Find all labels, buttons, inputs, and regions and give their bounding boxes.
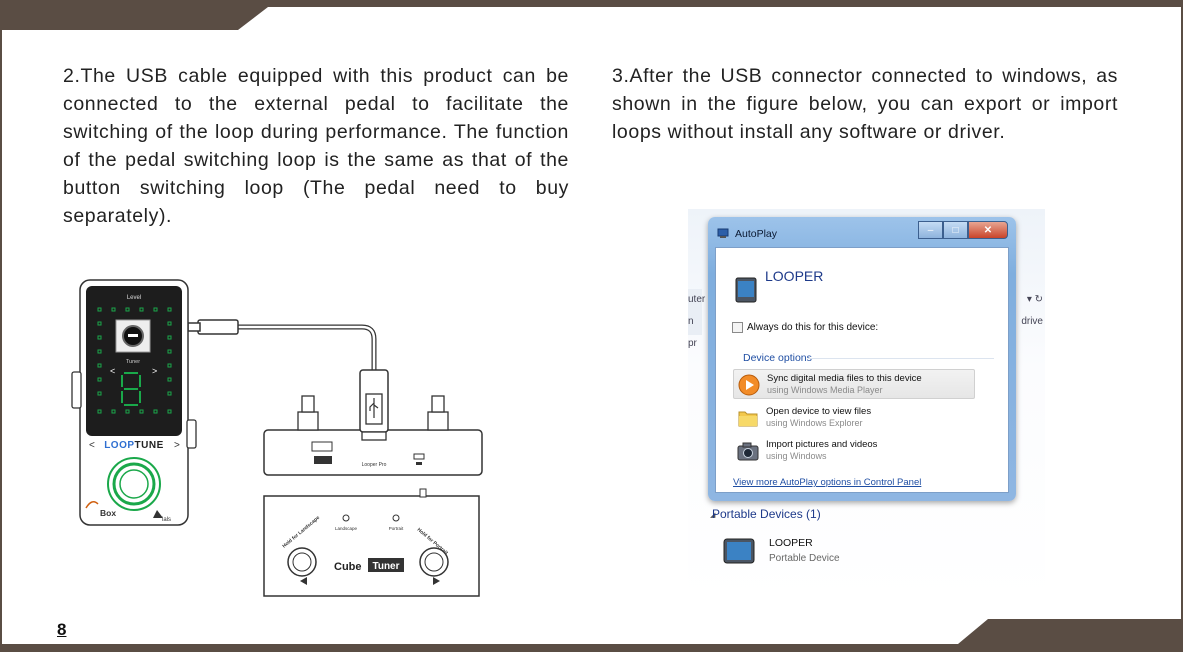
usb-symbol-icon [369, 398, 379, 418]
always-do-this-row[interactable]: Always do this for this device: [732, 322, 878, 333]
looper-pro-label: Looper Pro [362, 462, 387, 468]
looptune-brand-left: Box [100, 508, 116, 518]
option-open-device[interactable]: Open device to view files using Windows … [733, 403, 975, 433]
cube-portrait-label: Portrait [389, 526, 404, 531]
portable-devices-header[interactable]: Portable Devices (1) [712, 507, 821, 521]
looptune-brand-right: ials [162, 517, 171, 523]
collapse-arrow-icon[interactable]: ◢ [710, 512, 716, 519]
looptune-footswitch [107, 457, 161, 511]
close-button[interactable]: ✕ [968, 221, 1008, 239]
window-controls: – □ ✕ [918, 221, 1008, 239]
always-checkbox[interactable] [732, 322, 743, 333]
svg-text:<: < [110, 366, 115, 376]
device-icon [735, 277, 757, 303]
looptune-loop-word: LOOP [104, 440, 134, 451]
cube-right-footswitch [419, 547, 449, 577]
cube-tuner-pedal: Landscape Portrait Hold for Landscape Ho… [263, 488, 480, 597]
autoplay-screenshot: uter n pr ▾ ↻ drive AutoPlay – □ ✕ LOOPE… [688, 209, 1045, 603]
looptune-tune-word: TUNE [135, 440, 164, 451]
option-open-sub: using Windows Explorer [766, 418, 863, 428]
cube-tuner-word: Tuner [372, 561, 399, 572]
autoplay-app-icon [717, 228, 729, 238]
folder-icon [738, 411, 758, 427]
svg-text:<: < [89, 440, 95, 451]
option-import-pictures[interactable]: Import pictures and videos using Windows [733, 436, 975, 466]
option-import-sub: using Windows [766, 451, 827, 461]
dialog-title: AutoPlay [735, 228, 778, 240]
looptune-tuner-label: Tuner [126, 359, 140, 365]
minimize-button[interactable]: – [918, 221, 943, 239]
option-sync-label: Sync digital media files to this device [767, 373, 922, 384]
autoplay-dialog: AutoPlay – □ ✕ LOOPER Always do this for… [708, 217, 1016, 501]
explorer-right-fragment: ▾ ↻ drive [1021, 294, 1043, 327]
paragraph-usb-windows: 3.After the USB connector connected to w… [612, 65, 1118, 143]
looptune-level-label: Level [127, 295, 141, 301]
usb-plug-left [197, 319, 239, 335]
bottom-decorative-bar [0, 619, 1183, 652]
portable-device-type: Portable Device [769, 553, 840, 564]
portable-device-icon[interactable] [722, 535, 756, 569]
dialog-titlebar[interactable]: AutoPlay – □ ✕ [708, 217, 1016, 245]
device-title: LOOPER [765, 268, 824, 284]
portable-device-name[interactable]: LOOPER [769, 537, 813, 549]
dialog-body: LOOPER Always do this for this device: D… [715, 247, 1009, 493]
camera-icon [737, 442, 759, 461]
cube-left-footswitch [287, 547, 317, 577]
page-number: 8 [57, 620, 67, 639]
options-divider [808, 358, 994, 359]
device-options-header: Device options [743, 352, 812, 364]
option-import-label: Import pictures and videos [766, 439, 878, 450]
maximize-button[interactable]: □ [943, 221, 968, 239]
svg-text:>: > [174, 440, 180, 451]
media-player-icon [738, 374, 760, 396]
paragraph-pedal-usb: 2.The USB cable equipped with this produ… [63, 65, 569, 227]
seven-segment-display [121, 372, 141, 406]
cube-word: Cube [334, 561, 362, 573]
svg-text:LOOPTUNE: LOOPTUNE [104, 440, 164, 451]
more-autoplay-options-link[interactable]: View more AutoPlay options in Control Pa… [733, 477, 922, 488]
option-open-label: Open device to view files [766, 406, 872, 417]
cube-landscape-label: Landscape [335, 526, 358, 531]
top-decorative-bar [0, 0, 1183, 30]
looper-pro-pedal: Looper Pro [263, 369, 483, 476]
pedal-connection-figure: Level Tuner < > < > LOOPTUNE Box ials [71, 279, 483, 597]
explorer-left-fragment: uter n pr [688, 289, 705, 349]
option-sync-media[interactable]: Sync digital media files to this device … [733, 369, 975, 399]
usb-cable [238, 324, 377, 370]
looptune-pedal: Level Tuner < > < > LOOPTUNE Box ials [71, 279, 197, 526]
always-checkbox-label: Always do this for this device: [747, 322, 879, 333]
option-sync-sub: using Windows Media Player [767, 385, 883, 395]
svg-text:>: > [152, 366, 157, 376]
